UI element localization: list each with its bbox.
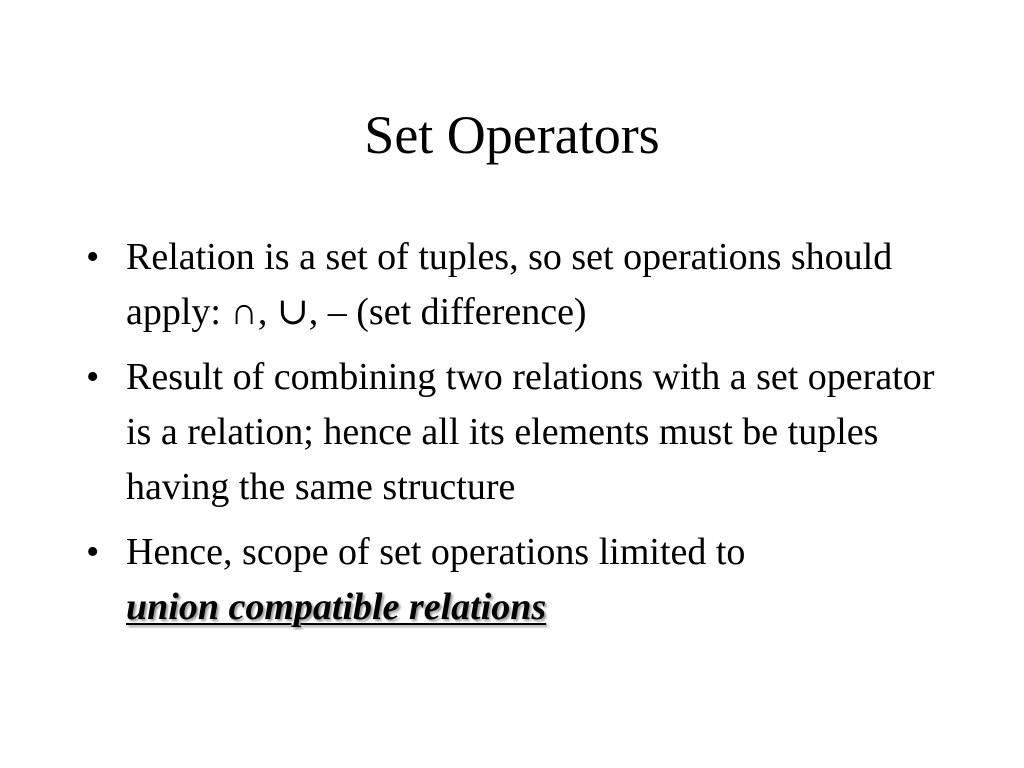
bullet-marker: • xyxy=(86,531,100,573)
emphasized-term: union compatible relations xyxy=(126,586,547,628)
bullet-text-container: Hence, scope of set operations limited t… xyxy=(126,525,966,635)
bullet-marker: • xyxy=(86,356,100,398)
bullet-item: • Relation is a set of tuples, so set op… xyxy=(86,230,966,340)
bullet-list: • Relation is a set of tuples, so set op… xyxy=(86,230,966,645)
bullet-text: Relation is a set of tuples, so set oper… xyxy=(126,236,893,333)
slide-title: Set Operators xyxy=(364,105,660,165)
bullet-marker: • xyxy=(86,236,100,278)
bullet-item: • Result of combining two relations with… xyxy=(86,350,966,515)
bullet-text: Result of combining two relations with a… xyxy=(126,356,935,508)
bullet-text: Hence, scope of set operations limited t… xyxy=(126,531,746,573)
bullet-item: • Hence, scope of set operations limited… xyxy=(86,525,966,635)
